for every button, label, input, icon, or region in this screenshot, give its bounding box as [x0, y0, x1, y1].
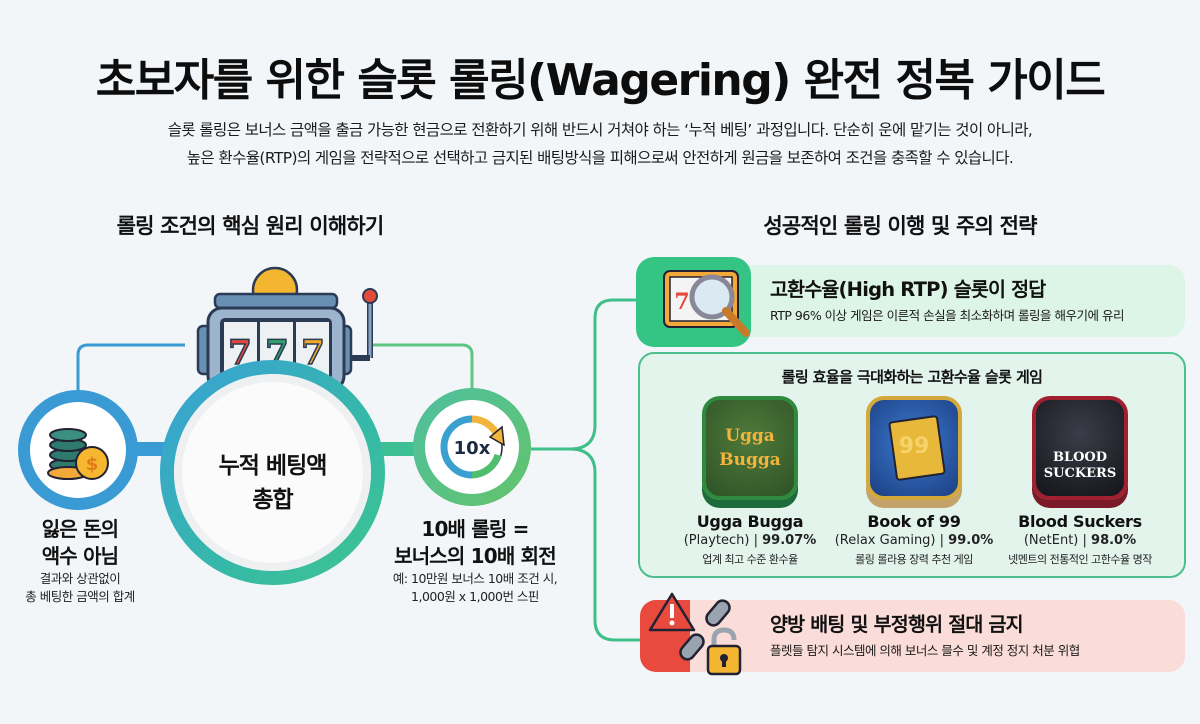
rotation-arrow-icon: 10x [440, 415, 505, 479]
game-ugga-bugga[interactable]: Ugga Bugga Ugga Bugga (Playtech) | 99.07… [660, 396, 840, 567]
svg-text:7: 7 [674, 289, 689, 315]
ban-card-title: 양방 배팅 및 부정행위 절대 금지 [770, 613, 1024, 636]
magnifier-slot-icon: 7 [663, 270, 750, 337]
lost-money-caption: 잃은 돈의 액수 아님 결과와 상관없이 총 베팅한 금액의 합계 [0, 516, 160, 606]
caption-title-1: 10배 롤링 = [421, 517, 529, 541]
svg-text:7: 7 [228, 333, 252, 373]
game-meta: (NetEnt) | 98.0% [1023, 533, 1137, 548]
ugga-bugga-icon: Ugga Bugga [702, 396, 798, 500]
game-name: Blood Suckers [1018, 512, 1142, 531]
caption-sub-1: 결과와 상관없이 [39, 571, 121, 586]
ban-card-sub: 플렛들 탐지 시스템에 의해 보너스 믈수 및 계정 정지 처분 위협 [770, 643, 1080, 658]
game-desc: 업계 최고 수준 환수율 [702, 553, 798, 566]
intro-line-1: 슬롯 롤링은 보너스 금액을 출금 가능한 현금으로 전환하기 위해 반드시 거… [167, 121, 1033, 139]
high-rtp-games-card: 롤링 효율을 극대화하는 고환수율 슬롯 게임 Ugga Bugga Ugga … [638, 352, 1186, 578]
game-desc: 롤링 롤라용 장력 추천 게임 [855, 553, 973, 566]
game-book-of-99[interactable]: 99 Book of 99 (Relax Gaming) | 99.0% 롤링 … [824, 396, 1004, 567]
svg-text:10x: 10x [454, 438, 491, 459]
intro-line-2: 높은 환수율(RTP)의 게임을 전략적으로 선택하고 금지된 배팅방식을 피해… [186, 149, 1014, 167]
page-title: 초보자를 위한 슬롯 롤링(Wagering) 완전 정복 가이드 [95, 55, 1106, 106]
ban-warning-card: 양방 배팅 및 부정행위 절대 금지 플렛들 탐지 시스템에 의해 보너스 믈수… [640, 592, 1185, 676]
svg-text:$: $ [86, 454, 99, 475]
intro-text: 슬롯 롤링은 보너스 금액을 출금 가능한 현금으로 전환하기 위해 반드시 거… [0, 116, 1200, 172]
game-name: Ugga Bugga [696, 512, 804, 531]
svg-text:7: 7 [265, 333, 289, 373]
book-of-99-icon: 99 [866, 396, 962, 500]
games-heading: 롤링 효율을 극대화하는 고환수율 슬롯 게임 [781, 368, 1043, 386]
center-title-2: 총합 [252, 486, 293, 513]
svg-text:7: 7 [301, 333, 325, 373]
coin-stack-node: $ [18, 390, 138, 510]
caption-sub-2: 1,000원 x 1,000번 스핀 [411, 589, 539, 604]
caption-sub-2: 총 베팅한 금액의 합계 [25, 589, 135, 604]
caption-title-2: 보너스의 10배 회전 [394, 544, 557, 568]
right-section-heading: 성공적인 롤링 이행 및 주의 전략 [763, 214, 1037, 238]
rtp-card-sub: RTP 96% 이상 게임은 이른적 손실을 최소화하며 롤링을 해우기에 유리 [770, 308, 1125, 323]
center-hub: 누적 베팅액 총합 [160, 360, 385, 585]
caption-sub-1: 예: 10만원 보너스 10배 조건 시, [392, 571, 558, 586]
game-blood-suckers[interactable]: BLOOD SUCKERS Blood Suckers (NetEnt) | 9… [990, 396, 1170, 567]
high-rtp-card: 7 고환수율(High RTP) 슬롯이 정답 RTP 96% 이상 게임은 이… [636, 257, 1185, 347]
game-desc: 넷멘트의 전통적인 고한수율 명작 [1008, 553, 1152, 566]
left-section-heading: 롤링 조건의 핵심 원리 이해하기 [116, 214, 385, 238]
center-title-1: 누적 베팅액 [218, 452, 328, 479]
blood-suckers-icon: BLOOD SUCKERS [1032, 396, 1128, 500]
caption-title-1: 잃은 돈의 [41, 517, 119, 541]
game-name: Book of 99 [867, 512, 961, 531]
rtp-card-title: 고환수율(High RTP) 슬롯이 정답 [770, 278, 1046, 301]
coin-stack-icon: $ [47, 428, 109, 480]
game-meta: (Relax Gaming) | 99.0% [834, 533, 994, 548]
10x-node: 10x [413, 388, 531, 506]
10x-caption: 10배 롤링 = 보너스의 10배 회전 예: 10만원 보너스 10배 조건 … [365, 516, 585, 606]
caption-title-2: 액수 아님 [41, 544, 119, 568]
warning-broken-chain-lock-icon [648, 592, 742, 676]
slot-machine-illustration: 7 7 7 [180, 258, 380, 398]
game-meta: (Playtech) | 99.07% [683, 533, 817, 548]
